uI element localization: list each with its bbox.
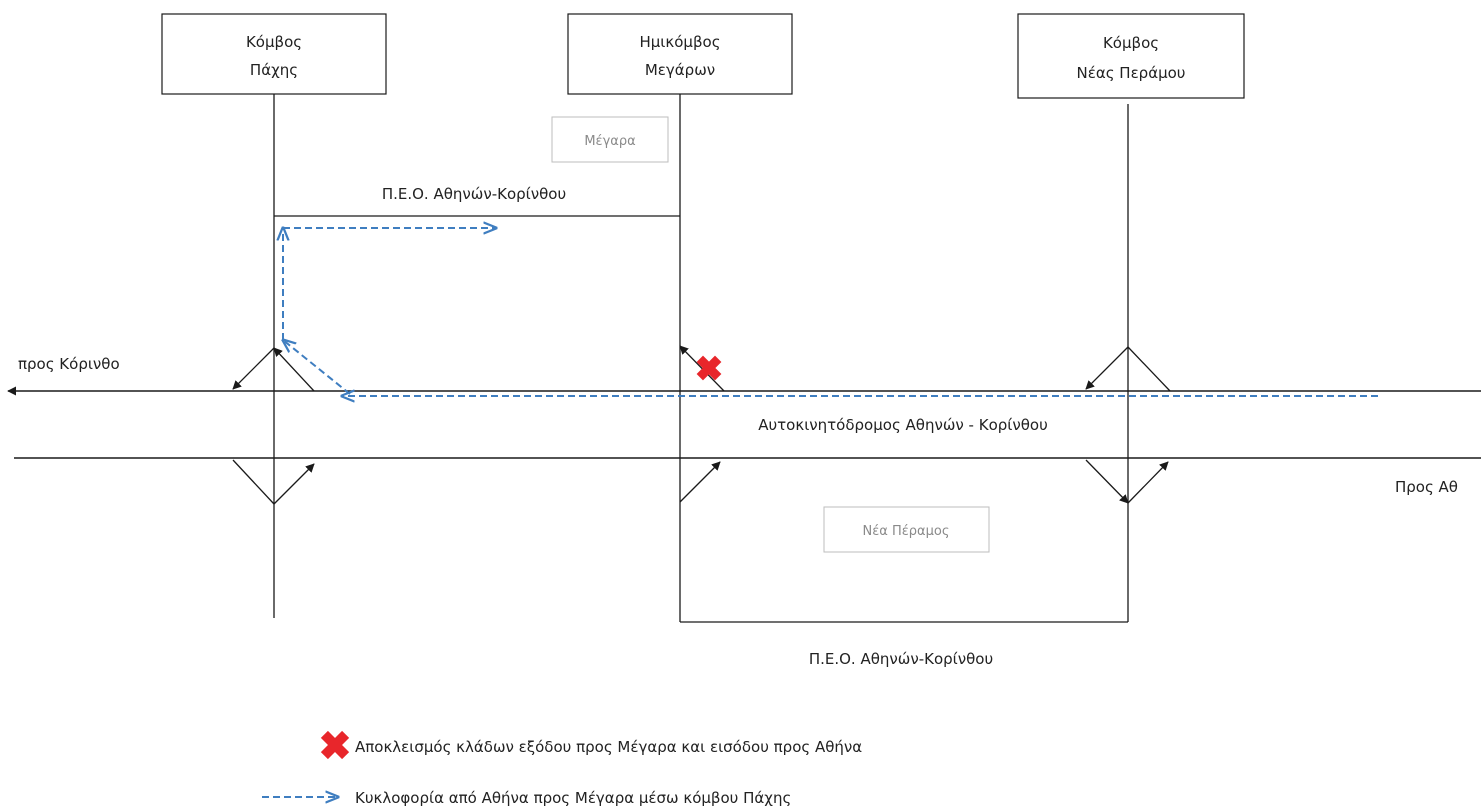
detour-route [283, 228, 1378, 396]
detour-exit-segment [283, 340, 351, 395]
node-nea-peramos-line2: Νέας Περάμου [1077, 64, 1186, 82]
node-pachi-line1: Κόμβος [246, 33, 302, 51]
motorway-label: Αυτοκινητόδρομος Αθηνών - Κορίνθου [758, 416, 1048, 434]
node-nea-peramos: Κόμβος Νέας Περάμου [1017, 13, 1245, 99]
pachi-ramps [232, 347, 315, 505]
nea-peramos-entry-ramp-west [1085, 346, 1129, 390]
node-megaron-line1: Ημικόμβος [639, 33, 720, 51]
node-megaron-line2: Μεγάρων [645, 61, 715, 79]
megaron-entry-ramp [679, 461, 721, 503]
pachi-entry-ramp-east [273, 463, 315, 505]
direction-to-korinthos: προς Κόρινθο [18, 355, 120, 373]
nea-peramos-ramps [1085, 346, 1171, 504]
pachi-exit-ramp [273, 347, 315, 392]
legend: Αποκλεισμός κλάδων εξόδου προς Μέγαρα κα… [262, 730, 862, 807]
town-megara: Μέγαρα [551, 116, 669, 163]
node-pachi-line2: Πάχης [250, 61, 298, 79]
megaron-exit-ramp [679, 345, 725, 392]
legend-closure-label: Αποκλεισμός κλάδων εξόδου προς Μέγαρα κα… [355, 738, 862, 756]
node-nea-peramos-line1: Κόμβος [1103, 34, 1159, 52]
closure-icon [696, 355, 722, 381]
pachi-exit-ramp-south [232, 459, 275, 505]
legend-detour-label: Κυκλοφορία από Αθήνα προς Μέγαρα μέσω κό… [355, 789, 791, 807]
megaron-ramps [679, 345, 725, 503]
node-pachi: Κόμβος Πάχης [161, 13, 387, 95]
direction-to-athina: Προς Αθ [1395, 478, 1458, 496]
nea-peramos-exit-ramp [1127, 346, 1171, 392]
legend-closure-icon [320, 730, 350, 760]
node-megaron: Ημικόμβος Μεγάρων [567, 13, 793, 95]
nea-peramos-exit-ramp-south [1085, 459, 1129, 504]
town-nea-peramos: Νέα Πέραμος [823, 506, 990, 553]
town-nea-peramos-label: Νέα Πέραμος [863, 524, 950, 539]
town-megara-label: Μέγαρα [584, 134, 635, 149]
peo-upper-label: Π.Ε.Ο. Αθηνών-Κορίνθου [382, 185, 566, 203]
pachi-entry-ramp-west [232, 347, 275, 390]
peo-lower-label: Π.Ε.Ο. Αθηνών-Κορίνθου [809, 650, 993, 668]
nea-peramos-entry-ramp-east [1127, 461, 1169, 504]
